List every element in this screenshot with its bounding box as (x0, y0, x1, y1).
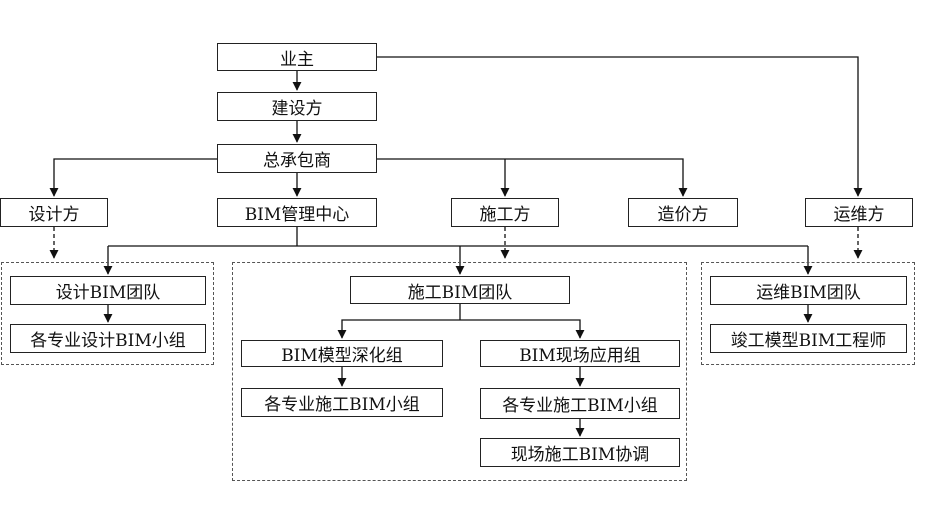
edge-construction-team-model (337, 319, 460, 339)
construction-team-group (232, 262, 687, 481)
node-site-coordination: 现场施工BIM协调 (480, 438, 680, 467)
node-owner: 业主 (217, 43, 377, 71)
node-builder: 建设方 (217, 92, 377, 121)
node-bim-site-group: BIM现场应用组 (480, 340, 680, 367)
node-construction: 施工方 (451, 198, 559, 227)
node-cost: 造价方 (628, 198, 738, 227)
node-designer: 设计方 (0, 198, 108, 227)
node-as-built-engineer: 竣工模型BIM工程师 (710, 324, 907, 353)
node-general-contractor: 总承包商 (217, 144, 377, 173)
edge-contractor-cost (377, 158, 688, 197)
node-construction-groups-left: 各专业施工BIM小组 (241, 388, 443, 417)
node-operations-bim-team: 运维BIM团队 (710, 276, 907, 305)
node-bim-model-group: BIM模型深化组 (241, 340, 443, 367)
node-bim-center: BIM管理中心 (217, 198, 377, 227)
node-construction-groups-right: 各专业施工BIM小组 (480, 388, 680, 419)
node-operations: 运维方 (805, 198, 913, 227)
edge-contractor-designer (49, 158, 217, 197)
node-design-bim-team: 设计BIM团队 (10, 276, 206, 305)
edge-construction-team-site (460, 319, 585, 339)
edge-owner-operations (377, 56, 863, 197)
operations-team-group (701, 262, 915, 365)
node-design-bim-groups: 各专业设计BIM小组 (10, 324, 206, 353)
node-construction-bim-team: 施工BIM团队 (350, 276, 570, 304)
design-team-group (1, 262, 214, 365)
